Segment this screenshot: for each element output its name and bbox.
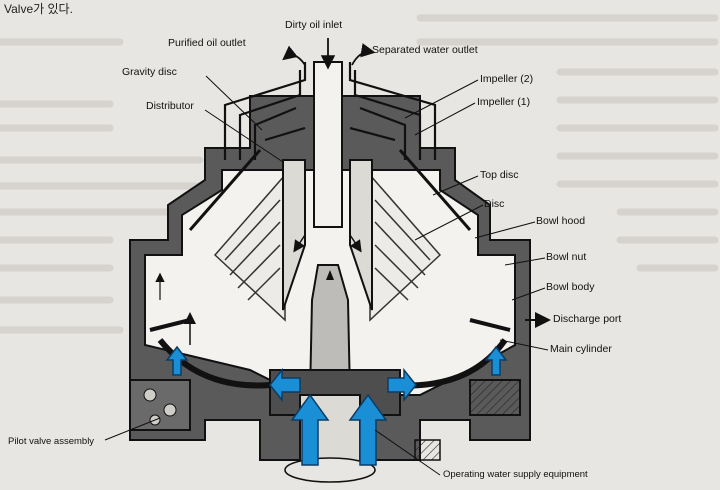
blue-arrow-up-small-left — [165, 345, 189, 376]
disc-stack — [213, 173, 442, 322]
label-main-cylinder: Main cylinder — [550, 343, 612, 355]
blue-arrow-left — [269, 367, 301, 403]
bowl-hood — [188, 149, 472, 231]
water-outlet-fitting — [469, 379, 521, 416]
label-bowl-hood: Bowl hood — [536, 215, 586, 227]
label-gravity-disc: Gravity disc — [122, 66, 177, 78]
label-disc: Disc — [484, 198, 505, 210]
label-separated-water-outlet: Separated water outlet — [372, 44, 478, 56]
label-distributor: Distributor — [146, 100, 194, 112]
label-operating-water-supply-equipment: Operating water supply equipment — [443, 469, 588, 480]
label-bowl-nut: Bowl nut — [546, 251, 587, 263]
label-dirty-oil-inlet: Dirty oil inlet — [285, 19, 343, 31]
label-impeller-1: Impeller (1) — [477, 96, 531, 108]
label-top-disc: Top disc — [480, 169, 519, 181]
page-header-fragment: Valve가 있다. — [4, 2, 73, 16]
label-purified-oil-outlet: Purified oil outlet — [168, 37, 246, 49]
dirty-oil-inlet-pipe — [313, 61, 343, 228]
blue-arrow-up-left — [290, 393, 330, 466]
label-pilot-valve-assembly: Pilot valve assembly — [8, 436, 95, 447]
label-discharge-port: Discharge port — [553, 313, 622, 325]
impeller-stack — [223, 62, 437, 160]
blue-arrow-up-right — [348, 393, 388, 466]
label-impeller-2: Impeller (2) — [480, 73, 534, 85]
separated-water-outlet-arrow — [351, 43, 376, 66]
pilot-valve-assembly-block — [129, 379, 191, 431]
purified-oil-outlet-arrow — [282, 45, 306, 66]
label-bowl-body: Bowl body — [546, 281, 595, 293]
operating-water-flow-arrows — [165, 345, 508, 466]
distributor — [282, 159, 373, 311]
blue-arrow-up-small-right — [484, 345, 508, 376]
leader-lines — [104, 75, 549, 476]
blue-arrow-right — [387, 367, 417, 403]
